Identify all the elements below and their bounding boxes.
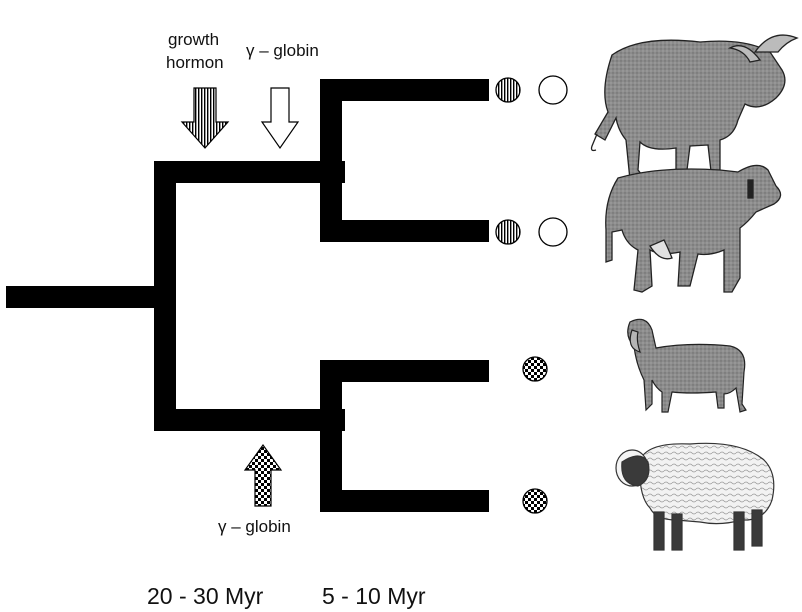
up-arrow-icon bbox=[245, 445, 281, 506]
growth-hormone-label-line2: hormon bbox=[166, 53, 224, 73]
sheep-branch bbox=[320, 490, 489, 512]
gamma-globin-marker-buffalo bbox=[539, 76, 567, 104]
time-label-5-10: 5 - 10 Myr bbox=[322, 583, 426, 610]
buffalo-illustration bbox=[592, 35, 798, 180]
growth-hormone-marker-cow bbox=[496, 220, 520, 244]
time-label-20-30: 20 - 30 Myr bbox=[147, 583, 263, 610]
root-vertical-branch bbox=[154, 161, 176, 431]
gamma-globin-label-bottom: γ – globin bbox=[218, 517, 291, 537]
upper-clade-branch bbox=[154, 161, 345, 183]
gamma-globin-marker-sheep bbox=[523, 489, 547, 513]
buffalo-branch bbox=[320, 79, 489, 101]
lower-clade-branch bbox=[154, 409, 345, 431]
gamma-globin-marker-cow bbox=[539, 218, 567, 246]
upper-clade-vertical-branch bbox=[320, 79, 342, 242]
gamma-globin-label-top: γ – globin bbox=[246, 41, 319, 61]
lower-clade-vertical-branch bbox=[320, 360, 342, 512]
down-arrow-icon bbox=[262, 88, 298, 148]
root-branch bbox=[6, 286, 176, 308]
cow-illustration bbox=[606, 165, 781, 292]
down-arrow-icon bbox=[182, 88, 228, 148]
goat-illustration bbox=[628, 319, 746, 412]
goat-branch bbox=[320, 360, 489, 382]
growth-hormone-label-line1: growth bbox=[168, 30, 219, 50]
tree-branches bbox=[6, 79, 489, 512]
trait-markers bbox=[496, 76, 567, 513]
growth-hormone-marker-buffalo bbox=[496, 78, 520, 102]
cow-branch bbox=[320, 220, 489, 242]
gamma-globin-marker-goat bbox=[523, 357, 547, 381]
sheep-illustration bbox=[616, 443, 774, 550]
